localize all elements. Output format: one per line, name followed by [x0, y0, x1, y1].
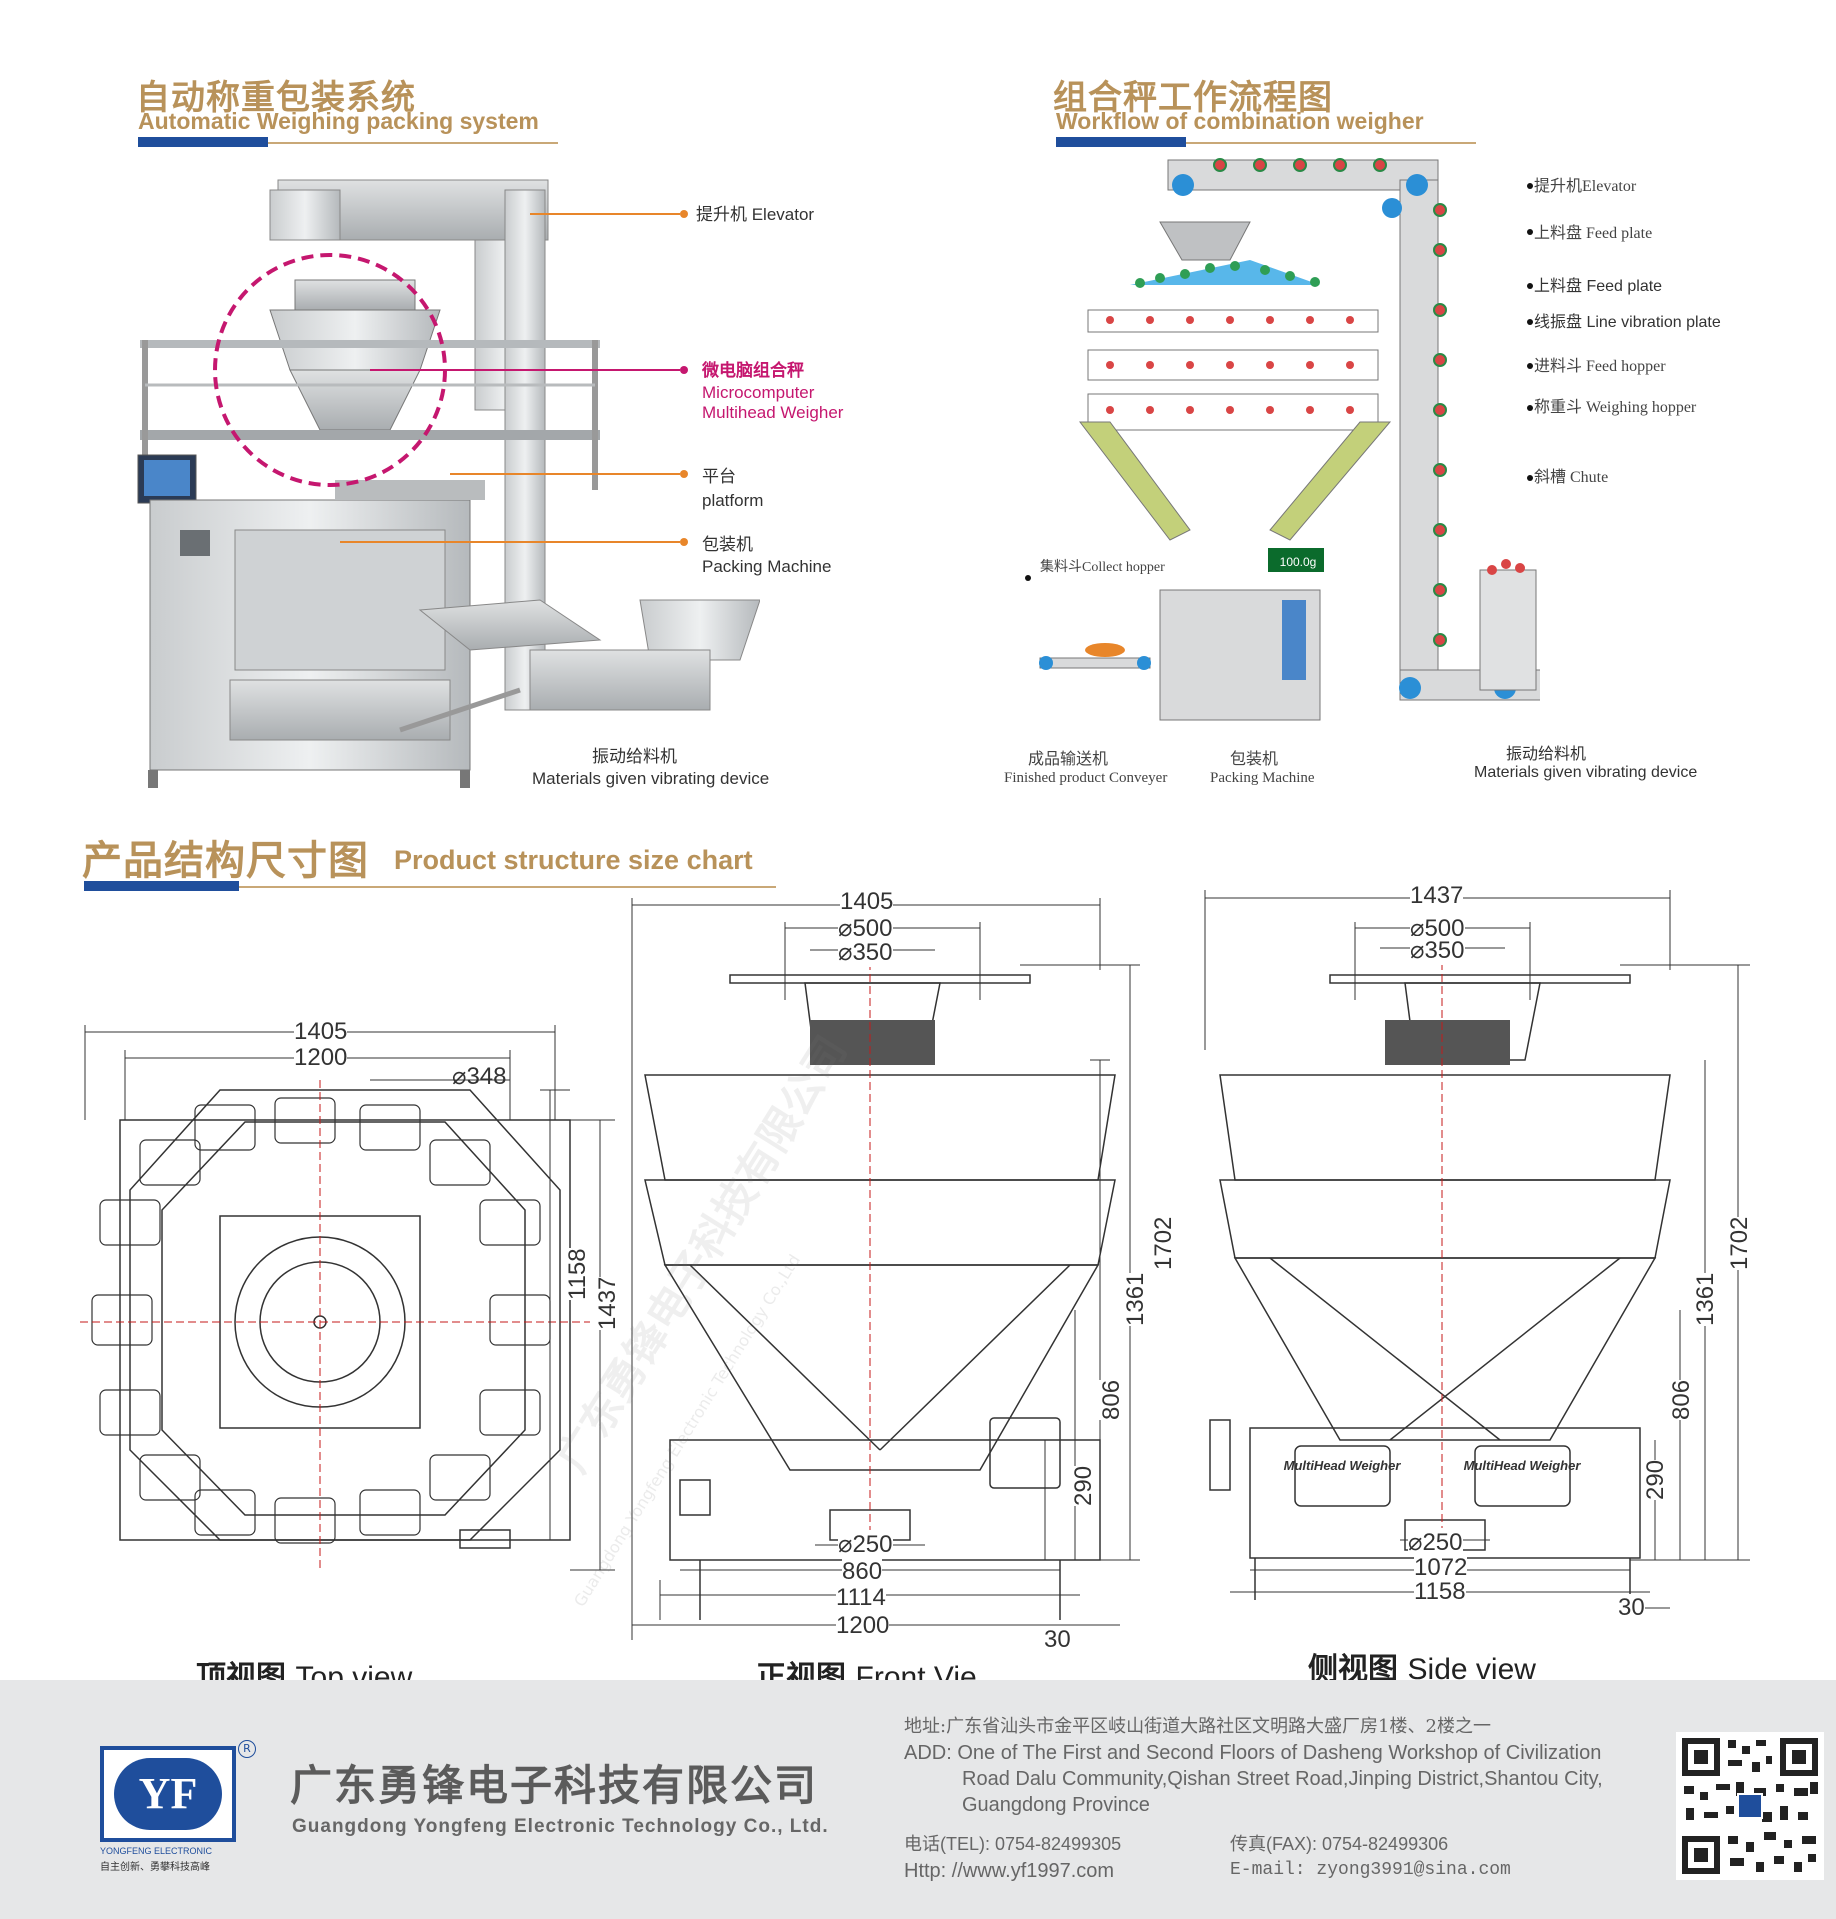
front-dim-806: 806: [1098, 1379, 1126, 1420]
label-packing-en: Packing Machine: [702, 557, 832, 576]
top-dim-1405: 1405: [294, 1018, 348, 1046]
top-dim-1437: 1437: [594, 1276, 622, 1330]
company-name-en: Guangdong Yongfeng Electronic Technology…: [292, 1816, 829, 1837]
wf-label-chute: 斜槽 Chute: [1534, 469, 1609, 486]
side-dim-250: ⌀250: [1408, 1528, 1463, 1557]
contact-email[interactable]: E-mail: zyong3991@sina.com: [1230, 1860, 1511, 1880]
section1-title-en: Automatic Weighing packing system: [138, 108, 539, 134]
section3-title-en: Product structure size chart: [394, 845, 753, 875]
address-en-3: Guangdong Province: [962, 1794, 1150, 1816]
wf-label-vibrating-en: Materials given vibrating device: [1474, 764, 1698, 781]
section3-rule: [84, 886, 776, 888]
logo-caption-1: YONGFENG ELECTRONIC: [100, 1846, 213, 1856]
side-dim-1437: 1437: [1410, 882, 1464, 910]
label-platform-en: platform: [702, 491, 764, 510]
address-en-1: ADD: One of The First and Second Floors …: [904, 1742, 1602, 1764]
section3-title-cn: 产品结构尺寸图: [82, 838, 369, 884]
packing-system-illustration: [137, 179, 760, 788]
side-panel-text-2: MultiHead Weigher: [1464, 1458, 1582, 1473]
label-packing-cn: 包装机: [702, 535, 753, 554]
contact-tel: 电话(TEL): 0754-82499305: [904, 1834, 1122, 1854]
section2-rule: [1056, 142, 1476, 144]
front-dim-1405: 1405: [840, 888, 894, 916]
wf-label-line-vibration: 线振盘 Line vibration plate: [1534, 314, 1721, 331]
wf-label-elevator: 提升机Elevator: [1534, 178, 1637, 195]
front-dim-1114: 1114: [836, 1584, 886, 1612]
section1-rule: [138, 142, 558, 144]
address-en-2: Road Dalu Community,Qishan Street Road,J…: [962, 1768, 1603, 1790]
section3-accent: [84, 881, 239, 891]
section1-title-cn: 自动称重包装系统: [136, 78, 416, 118]
label-weigher-en1: Microcomputer: [702, 383, 815, 402]
label-vibrating-en: Materials given vibrating device: [532, 769, 770, 788]
side-dim-806: 806: [1668, 1379, 1696, 1420]
wf-label-conveyer-en: Finished product Conveyer: [1004, 770, 1168, 786]
label-weigher-cn: 微电脑组合秤: [702, 361, 804, 380]
workflow-diagram: [1025, 158, 1540, 721]
front-dim-1702: 1702: [1150, 1216, 1178, 1270]
front-dim-1361: 1361: [1122, 1272, 1150, 1326]
logo-mark: YF: [114, 1758, 222, 1830]
front-dim-290: 290: [1070, 1465, 1098, 1506]
top-view-drawing: [80, 1025, 615, 1571]
side-dim-1072: 1072: [1414, 1554, 1468, 1582]
qr-code[interactable]: [1676, 1732, 1824, 1880]
section1-accent: [138, 137, 268, 147]
label-elevator: 提升机 Elevator: [696, 205, 815, 224]
front-dim-350: ⌀350: [838, 938, 893, 967]
label-weigher-en2: Multihead Weigher: [702, 403, 844, 422]
side-dim-30: 30: [1618, 1594, 1645, 1622]
side-panel-text-1: MultiHead Weigher: [1284, 1458, 1402, 1473]
label-vibrating-cn: 振动给料机: [592, 747, 677, 766]
side-view-drawing: MultiHead Weigher MultiHead Weigher: [1204, 890, 1750, 1609]
side-dim-290: 290: [1642, 1459, 1670, 1500]
wf-label-packing-cn: 包装机: [1230, 751, 1279, 768]
top-dim-1158: 1158: [564, 1248, 592, 1300]
section2-title-cn: 组合秤工作流程图: [1053, 78, 1333, 118]
wf-label-feed-hopper: 进料斗 Feed hopper: [1534, 358, 1666, 375]
wf-label-vibrating-cn: 振动给料机: [1506, 746, 1587, 763]
front-dim-1200: 1200: [836, 1612, 890, 1640]
contact-web[interactable]: Http: //www.yf1997.com: [904, 1860, 1115, 1882]
wf-label-collect-hopper: 集料斗Collect hopper: [1040, 560, 1165, 575]
wf-label-feed-plate-2: 上料盘 Feed plate: [1534, 278, 1663, 295]
section2-title-en: Workflow of combination weigher: [1056, 108, 1424, 134]
side-dim-1702: 1702: [1726, 1216, 1754, 1270]
wf-label-conveyer-cn: 成品输送机: [1028, 751, 1109, 768]
side-dim-1158: 1158: [1414, 1578, 1466, 1606]
section2-accent: [1056, 137, 1186, 147]
logo-caption-2: 自主创新、勇攀科技高峰: [100, 1862, 210, 1873]
label-platform-cn: 平台: [702, 467, 736, 486]
side-dim-1361: 1361: [1692, 1272, 1720, 1326]
contact-fax: 传真(FAX): 0754-82499306: [1230, 1834, 1449, 1854]
top-dim-1200: 1200: [294, 1044, 348, 1072]
registered-mark: R: [238, 1740, 256, 1758]
wf-label-feed-plate-1: 上料盘 Feed plate: [1534, 225, 1653, 242]
wf-label-packing-en: Packing Machine: [1210, 770, 1315, 786]
side-dim-350: ⌀350: [1410, 936, 1465, 965]
address-cn: 地址:广东省汕头市金平区岐山街道大路社区文明路大盛厂房1楼、2楼之一: [904, 1716, 1491, 1737]
wf-label-weighing-hopper: 称重斗 Weighing hopper: [1534, 399, 1697, 416]
footer: YF R YONGFENG ELECTRONIC 自主创新、勇攀科技高峰 广东勇…: [0, 1680, 1836, 1919]
company-logo: YF: [100, 1746, 236, 1842]
front-dim-860: 860: [842, 1558, 883, 1586]
top-dim-348: ⌀348: [452, 1063, 507, 1090]
front-dim-30: 30: [1044, 1626, 1071, 1654]
company-name-cn: 广东勇锋电子科技有限公司: [290, 1761, 819, 1810]
wf-weight-display: 100.0g: [1279, 555, 1317, 569]
front-dim-250: ⌀250: [838, 1530, 893, 1559]
